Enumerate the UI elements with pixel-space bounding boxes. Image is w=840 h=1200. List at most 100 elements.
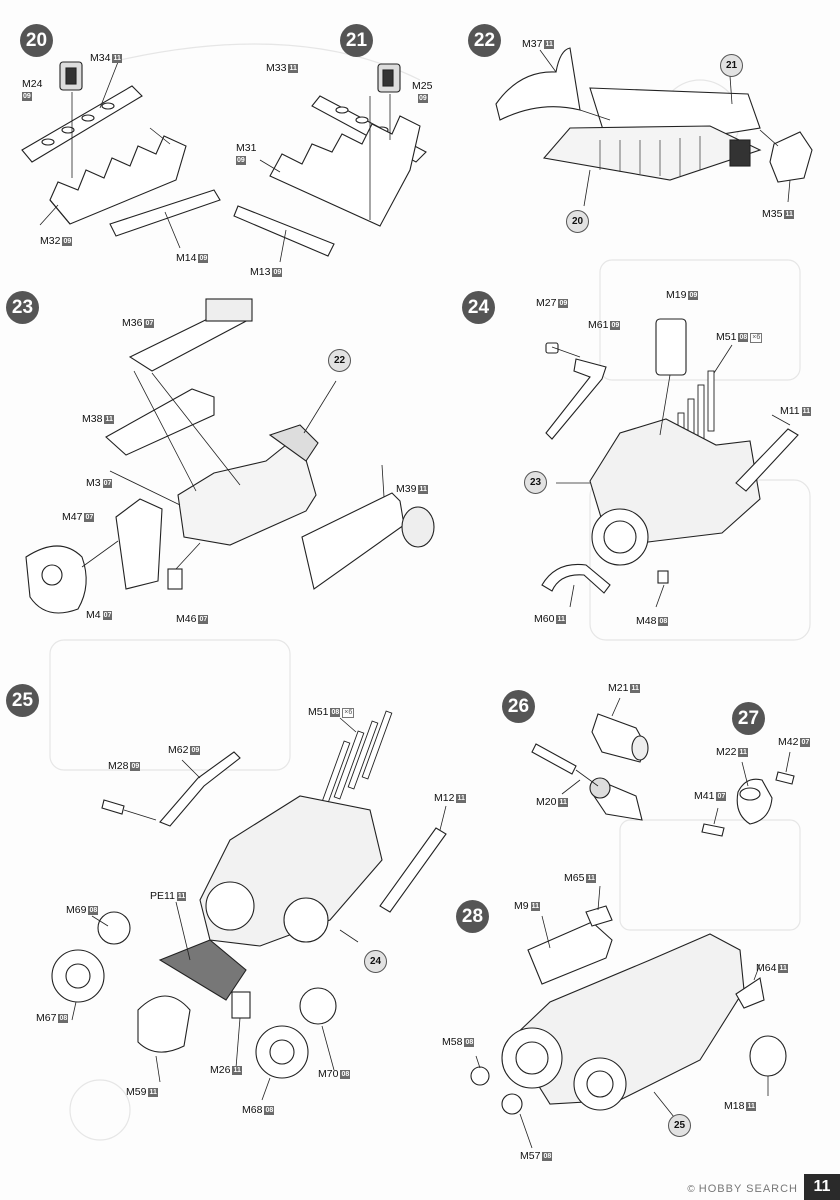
exploded-diagram (531, 697, 649, 821)
sprue-code: 07 (102, 479, 113, 488)
sprue-code: 11 (784, 210, 794, 219)
sprue-code: 11 (232, 1066, 242, 1075)
part-id: M67 (36, 1012, 57, 1024)
part-id: M22 (716, 746, 737, 758)
step-reference-21: 21 (720, 54, 743, 77)
part-id: M36 (122, 317, 143, 329)
copyright-symbol: © (687, 1184, 696, 1195)
sprue-code: 09 (418, 94, 428, 103)
sprue-code: 07 (102, 611, 113, 620)
sprue-code: 09 (62, 237, 73, 246)
sprue-code: 09 (272, 268, 283, 277)
step-number: 23 (6, 291, 39, 324)
sprue-code: 11 (746, 1102, 756, 1111)
sprue-code: 11 (418, 485, 428, 494)
part-id: M59 (126, 1086, 147, 1098)
step-reference-22: 22 (328, 349, 351, 372)
sprue-code: 07 (144, 319, 155, 328)
part-id: M19 (666, 289, 687, 301)
quantity-badge: ×6 (342, 708, 355, 718)
part-id: M61 (588, 319, 609, 331)
part-id: PE11 (150, 890, 175, 902)
sprue-code: 08 (264, 1106, 275, 1115)
part-id: M51 (308, 706, 329, 718)
sprue-code: 07 (84, 513, 95, 522)
sprue-code: 09 (688, 291, 699, 300)
part-id: M51 (716, 331, 737, 343)
part-id: M24 (22, 78, 43, 90)
sprue-code: 08 (58, 1014, 69, 1023)
sprue-code: 11 (112, 54, 122, 63)
sprue-code: 11 (148, 1088, 158, 1097)
exploded-diagram (21, 61, 221, 249)
sprue-code: 08 (330, 708, 341, 717)
watermark-brand: ©HOBBY SEARCH (687, 1183, 798, 1195)
step-reference-25: 25 (668, 1114, 691, 1137)
part-id: M4 (86, 609, 101, 621)
sprue-code: 11 (778, 964, 788, 973)
part-id: M65 (564, 872, 585, 884)
part-id: M47 (62, 511, 83, 523)
sprue-code: 11 (556, 615, 566, 624)
part-id: M68 (242, 1104, 263, 1116)
part-id: M46 (176, 613, 197, 625)
step-reference-23: 23 (524, 471, 547, 494)
part-id: M38 (82, 413, 103, 425)
step-number: 20 (20, 24, 53, 57)
step-number: 24 (462, 291, 495, 324)
part-id: M18 (724, 1100, 745, 1112)
part-id: M33 (266, 62, 287, 74)
part-id: M42 (778, 736, 799, 748)
part-id: M3 (86, 477, 101, 489)
exploded-diagram (25, 298, 435, 614)
part-id: M70 (318, 1068, 339, 1080)
sprue-code: 09 (558, 299, 569, 308)
part-id: M62 (168, 744, 189, 756)
part-id: M28 (108, 760, 129, 772)
part-id: M57 (520, 1150, 541, 1162)
step-number: 27 (732, 702, 765, 735)
exploded-diagram (470, 885, 787, 1149)
step-number: 28 (456, 900, 489, 933)
sprue-code: 11 (456, 794, 466, 803)
part-id: M32 (40, 235, 61, 247)
part-id: M37 (522, 38, 543, 50)
part-id: M41 (694, 790, 715, 802)
step-reference-20: 20 (566, 210, 589, 233)
part-id: M11 (780, 405, 800, 417)
sprue-code: 11 (530, 902, 540, 911)
sprue-code: 11 (801, 407, 812, 416)
step-25: 25 (0, 670, 480, 1170)
